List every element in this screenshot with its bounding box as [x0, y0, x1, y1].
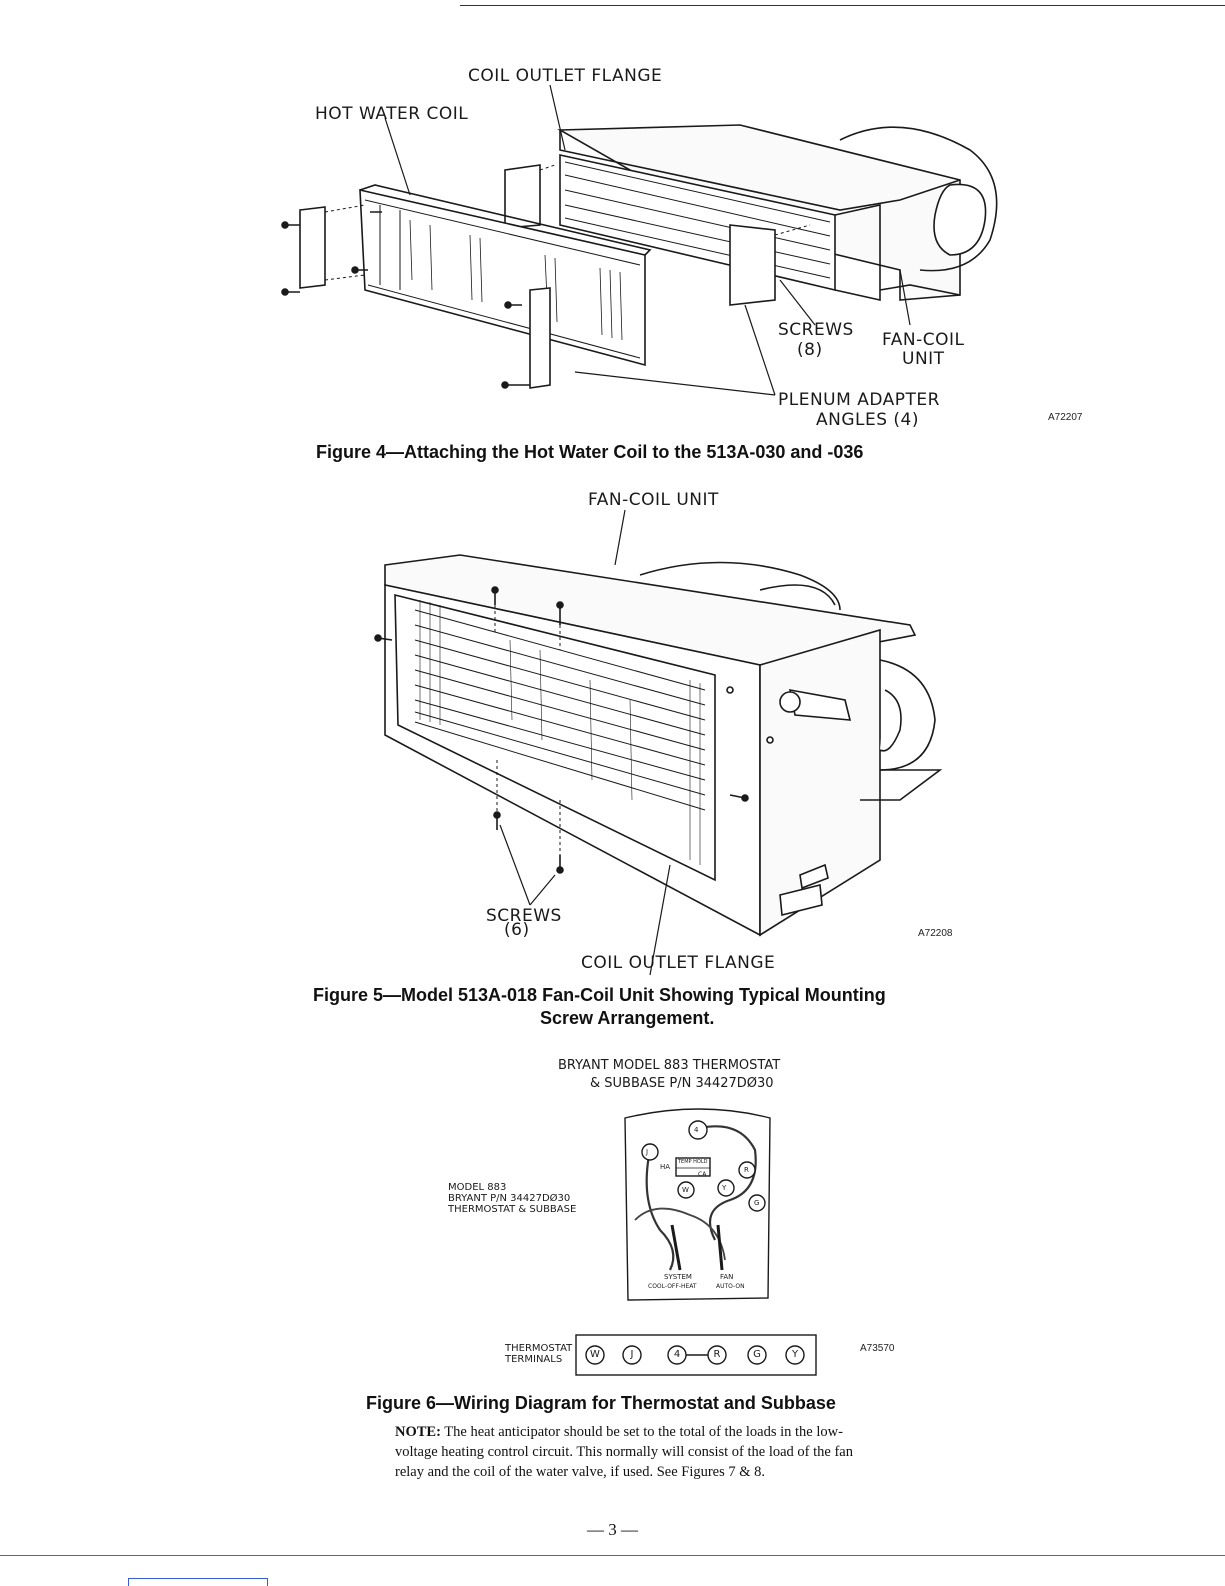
fig6-fan-modes: AUTO-ON — [716, 1283, 745, 1290]
bottom-box — [128, 1578, 268, 1586]
top-rule — [460, 5, 1225, 6]
fig4-label-screws: SCREWS — [778, 320, 854, 340]
page-number: — 3 — — [587, 1520, 638, 1539]
fig5-caption-line2: Screw Arrangement. — [540, 1008, 715, 1028]
fig6-side-label-line2: BRYANT P/N 34427DØ30 — [448, 1193, 571, 1204]
note-block: NOTE: The heat anticipator should be set… — [395, 1422, 885, 1482]
fig5-label-screws: SCREWS — [486, 906, 562, 926]
fig6-side-label-line3: THERMOSTAT & SUBBASE — [448, 1204, 577, 1215]
fig6-terminal-y: Y — [791, 1349, 799, 1360]
fig4-label-screws-count: (8) — [797, 340, 823, 360]
fig4-label-hot-water-coil: HOT WATER COIL — [315, 104, 469, 124]
fig4-label-fan-coil: FAN-COIL — [882, 330, 965, 350]
fig6-system-modes: COOL-OFF-HEAT — [648, 1283, 697, 1290]
fig5-code: A72208 — [918, 928, 953, 939]
fig6-code: A73570 — [860, 1343, 895, 1354]
fig6-terminal-4: 4 — [673, 1349, 681, 1360]
note-label: NOTE: — [395, 1424, 441, 1440]
fig6-terminal-j: J — [630, 1349, 634, 1360]
fig6-temp-hold: TEMP HOLD — [678, 1159, 708, 1165]
fig6-terminal-label-line2: TERMINALS — [505, 1354, 563, 1365]
fig6-fan: FAN — [720, 1273, 734, 1281]
note-text: The heat anticipator should be set to th… — [395, 1424, 853, 1480]
fig6-terminal-r: R — [713, 1349, 721, 1360]
fig6-system: SYSTEM — [664, 1273, 692, 1281]
fig5-label-fan-coil-unit: FAN-COIL UNIT — [588, 490, 719, 510]
fig6-terminal-4r-sub: 4 — [694, 1126, 699, 1134]
fig6-ha: HA — [660, 1163, 671, 1171]
fig6-terminal-j-sub: J — [646, 1148, 649, 1156]
fig6-side-label-line1: MODEL 883 — [448, 1182, 507, 1193]
fig6-terminal-w-sub: W — [682, 1186, 689, 1194]
fig4-label-unit: UNIT — [902, 349, 945, 369]
fig5-caption-line1: Figure 5—Model 513A-018 Fan-Coil Unit Sh… — [313, 985, 886, 1005]
fig6-terminal-g-sub: G — [754, 1199, 760, 1207]
fig6-terminal-r-sub: R — [744, 1166, 749, 1174]
fig4-label-plenum-adapter: PLENUM ADAPTER — [778, 390, 940, 410]
fig5-label-screws-count: (6) — [504, 920, 530, 940]
fig4-caption: Figure 4—Attaching the Hot Water Coil to… — [316, 442, 864, 462]
fig6-ca: CA — [698, 1171, 707, 1178]
fig6-terminal-y-sub: Y — [722, 1184, 727, 1192]
fig5-label-coil-outlet-flange: COIL OUTLET FLANGE — [581, 953, 776, 973]
fig6-terminal-w: W — [590, 1349, 600, 1360]
fig6-header-line2: & SUBBASE P/N 34427DØ30 — [590, 1076, 774, 1091]
fig6-terminal-g: G — [753, 1349, 761, 1360]
fig6-terminal-label-line1: THERMOSTAT — [505, 1343, 573, 1354]
bottom-rule — [0, 1555, 1225, 1556]
fig6-header-line1: BRYANT MODEL 883 THERMOSTAT — [558, 1058, 781, 1073]
fig4-code: A72207 — [1048, 412, 1083, 423]
fig4-label-angles: ANGLES (4) — [816, 410, 920, 430]
fig4-label-coil-outlet-flange: COIL OUTLET FLANGE — [468, 66, 663, 86]
fig6-caption: Figure 6—Wiring Diagram for Thermostat a… — [366, 1393, 836, 1413]
